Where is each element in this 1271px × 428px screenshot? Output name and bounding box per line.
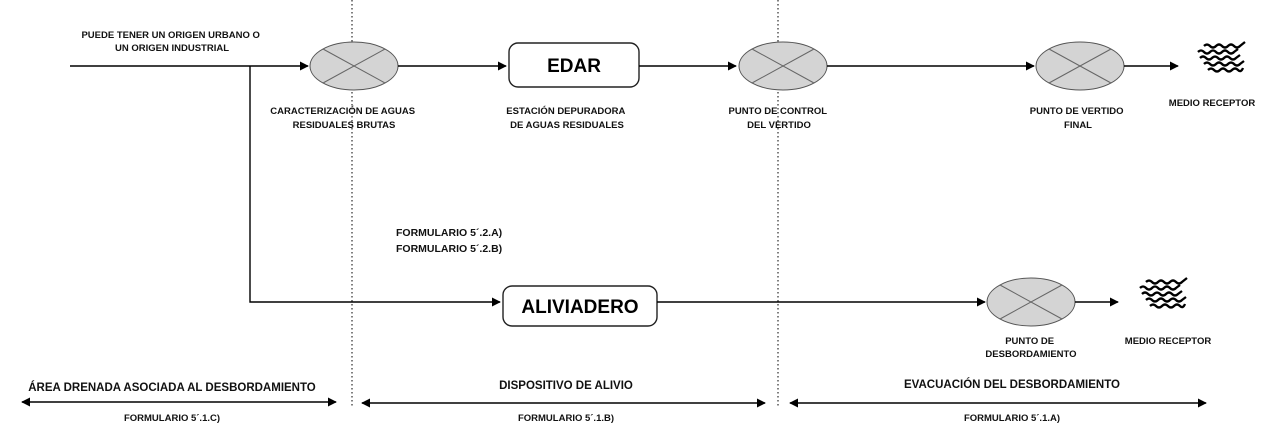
branch-line (249, 66, 501, 307)
receptor-top-label: MEDIO RECEPTOR (1169, 98, 1256, 109)
section-form-relief-device: FORMULARIO 5´.1.B) (518, 413, 614, 424)
aliviadero-box-label: ALIVIADERO (521, 297, 638, 318)
characterization-label: CARACTERIZACIÓN DE AGUAS RESIDUALES BRUT… (270, 105, 417, 131)
section-title-drained-area: ÁREA DRENADA ASOCIADA AL DESBORDAMIENTO (28, 381, 316, 394)
section-form-overflow-evacuation: FORMULARIO 5´.1.A) (964, 413, 1060, 424)
source-label: PUEDE TENER UN ORIGEN URBANO O UN ORIGEN… (81, 30, 262, 54)
edar-box (508, 42, 640, 88)
characterization-node-icon (309, 41, 399, 91)
control-point-node-icon (738, 41, 828, 91)
forms-middle-label: FORMULARIO 5´.2.A) FORMULARIO 5´.2.B) (396, 227, 505, 255)
final-discharge-node-icon (1035, 41, 1125, 91)
aliviadero-box (502, 285, 658, 327)
final-discharge-label: PUNTO DE VERTIDO FINAL (1030, 106, 1126, 131)
edar-description-label: ESTACIÓN DEPURADORA DE AGUAS RESIDUALES (506, 105, 627, 131)
water-receptor-bottom-icon (1138, 276, 1189, 309)
section-title-relief-device: DISPOSITIVO DE ALIVIO (499, 380, 633, 392)
control-point-label: PUNTO DE CONTROL DEL VERTIDO (729, 106, 830, 131)
overflow-point-label: PUNTO DE DESBORDAMIENTO (985, 336, 1076, 360)
overflow-point-node-icon (986, 277, 1076, 327)
edar-box-label: EDAR (547, 56, 601, 77)
receptor-bottom-label: MEDIO RECEPTOR (1125, 336, 1212, 347)
section-title-overflow-evacuation: EVACUACIÓN DEL DESBORDAMIENTO (904, 378, 1120, 391)
section-form-drained-area: FORMULARIO 5´.1.C) (124, 413, 220, 424)
water-receptor-top-icon (1196, 40, 1247, 73)
